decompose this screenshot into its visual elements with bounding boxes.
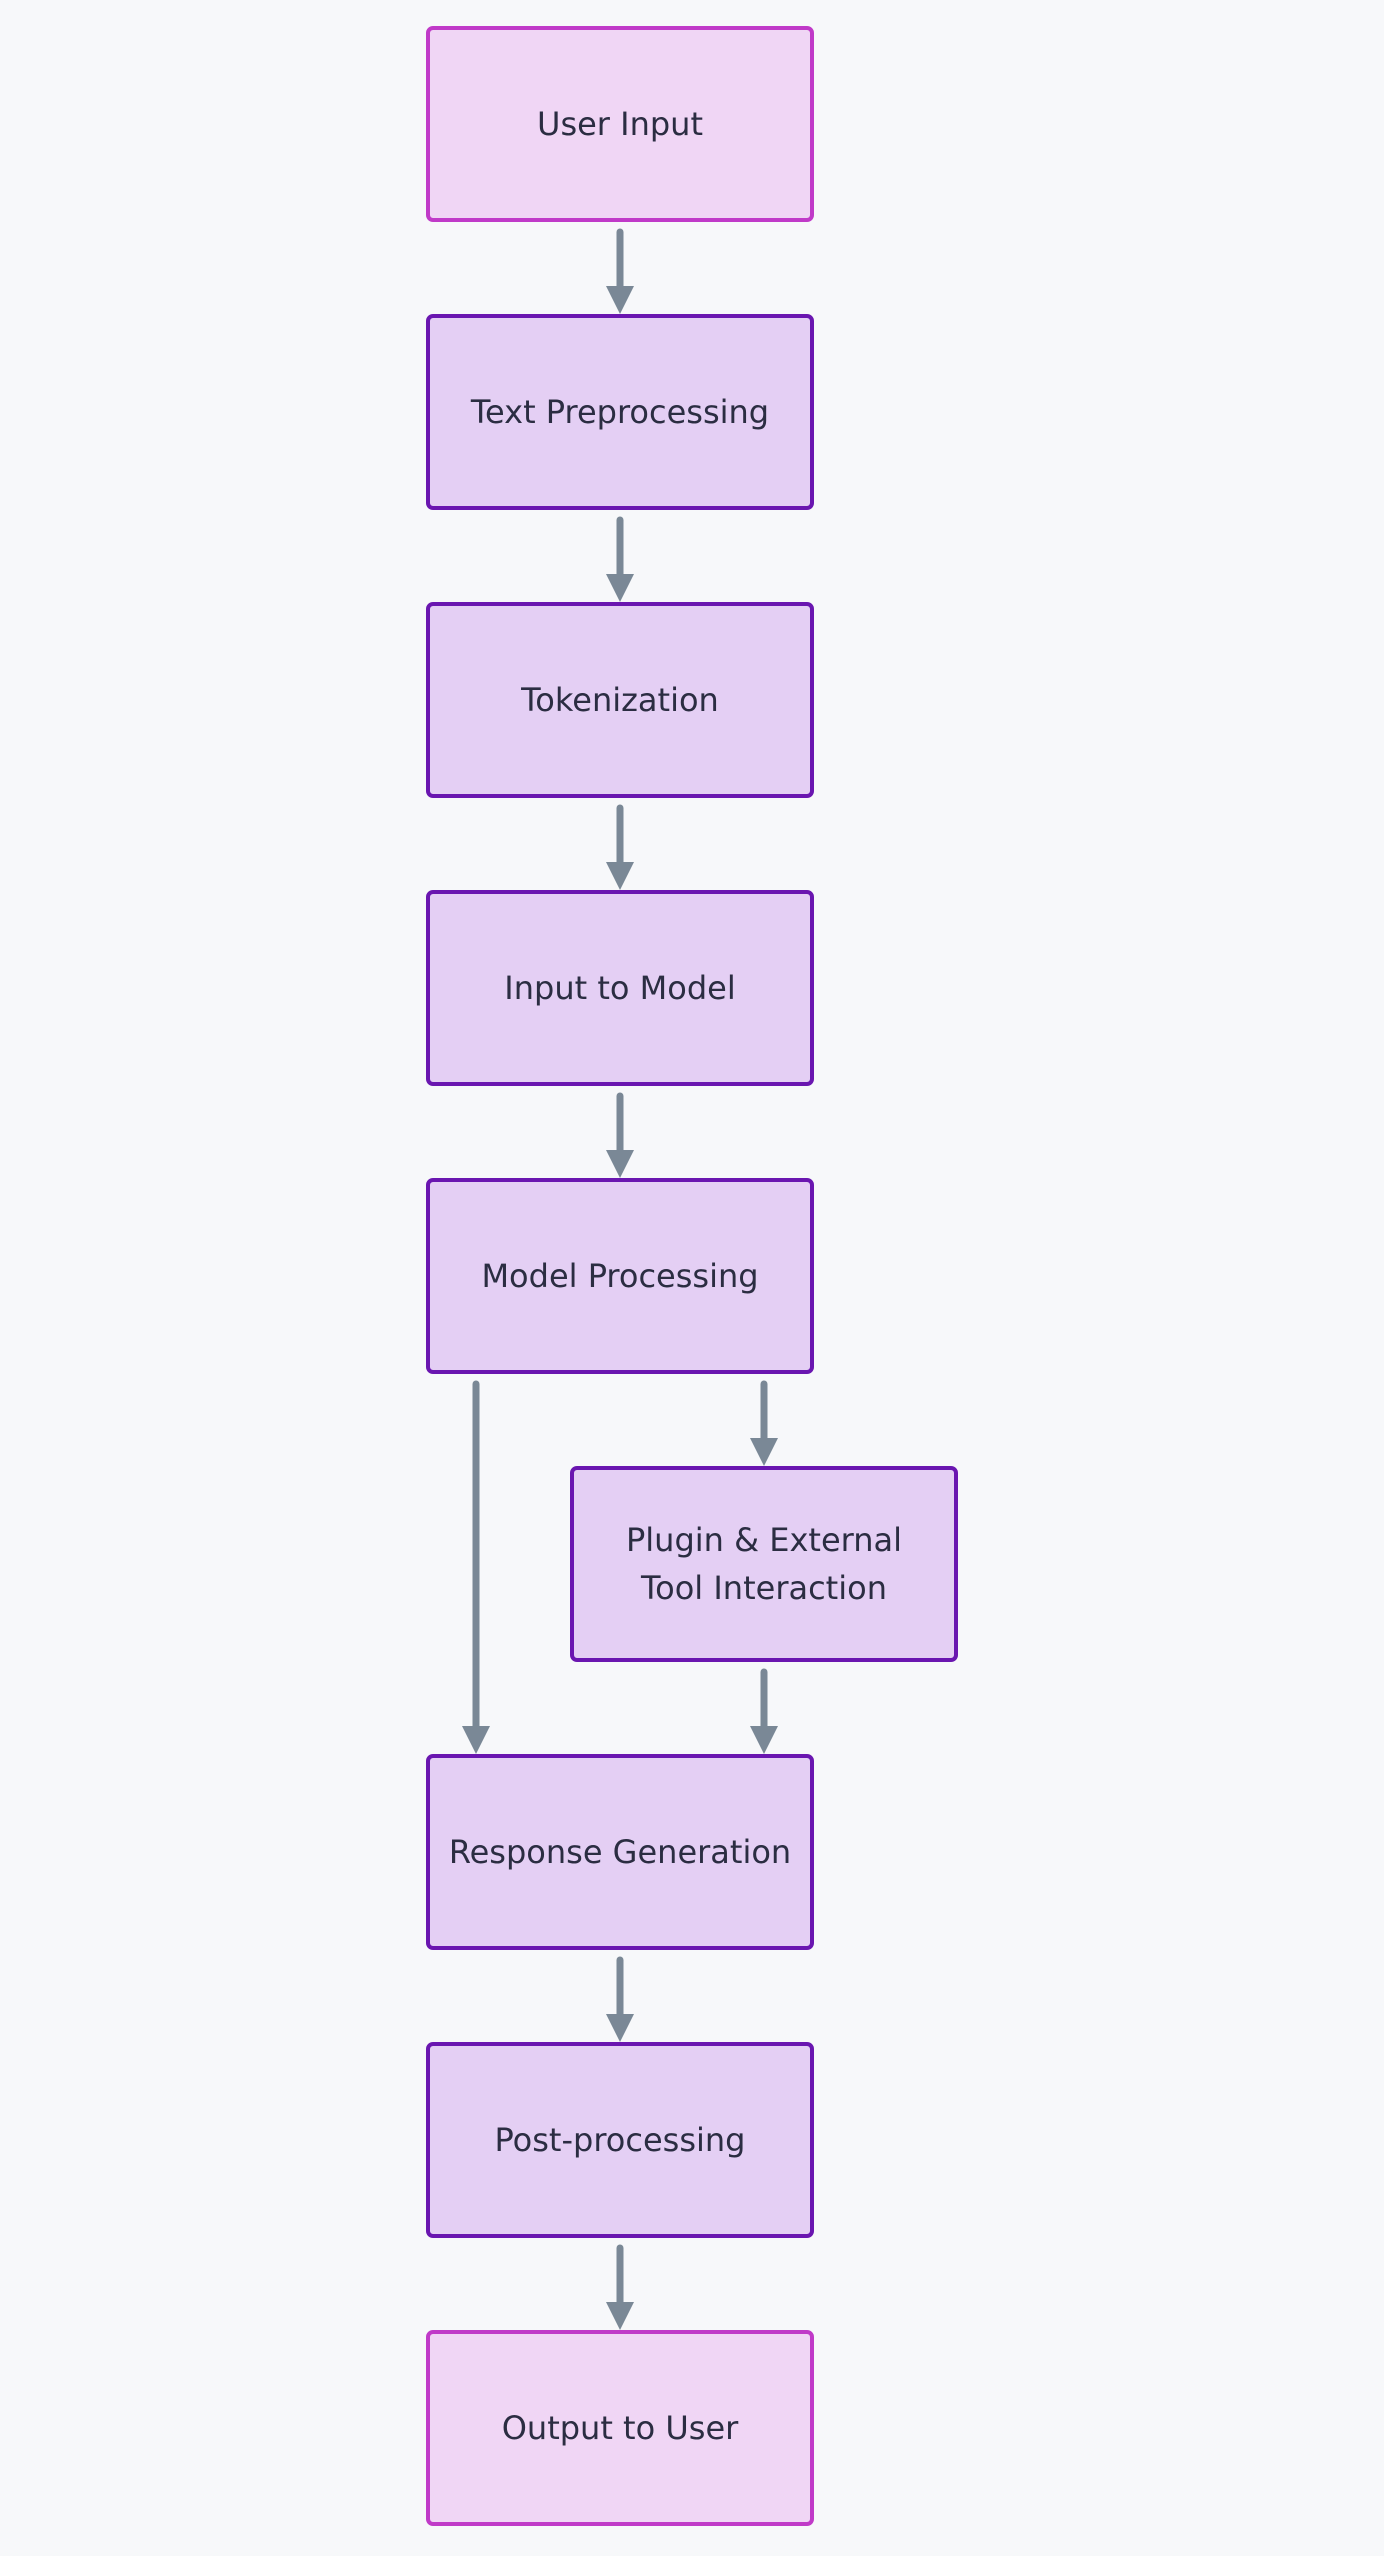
node-text-preprocessing: Text Preprocessing bbox=[426, 314, 814, 510]
node-label-text-preprocessing: Text Preprocessing bbox=[470, 393, 769, 431]
node-user-input: User Input bbox=[426, 26, 814, 222]
node-label-plugin-external-tool-interaction-line-2: Tool Interaction bbox=[640, 1569, 887, 1607]
edges-layer bbox=[462, 228, 778, 2330]
node-input-to-model: Input to Model bbox=[426, 890, 814, 1086]
node-response-generation: Response Generation bbox=[426, 1754, 814, 1950]
node-label-post-processing: Post-processing bbox=[495, 2121, 746, 2159]
node-label-output-to-user: Output to User bbox=[502, 2409, 739, 2447]
node-box-post-processing bbox=[426, 2042, 814, 2238]
node-label-user-input: User Input bbox=[537, 105, 703, 143]
node-label-input-to-model: Input to Model bbox=[504, 969, 735, 1007]
node-box-tokenization bbox=[426, 602, 814, 798]
node-output-to-user: Output to User bbox=[426, 2330, 814, 2526]
node-box-output-to-user bbox=[426, 2330, 814, 2526]
node-label-model-processing: Model Processing bbox=[481, 1257, 758, 1295]
node-post-processing: Post-processing bbox=[426, 2042, 814, 2238]
node-tokenization: Tokenization bbox=[426, 602, 814, 798]
node-box-user-input bbox=[426, 26, 814, 222]
node-label-response-generation: Response Generation bbox=[449, 1833, 791, 1871]
node-box-plugin-external-tool-interaction bbox=[570, 1466, 958, 1662]
node-box-response-generation bbox=[426, 1754, 814, 1950]
node-model-processing: Model Processing bbox=[426, 1178, 814, 1374]
node-box-text-preprocessing bbox=[426, 314, 814, 510]
node-label-tokenization: Tokenization bbox=[520, 681, 719, 719]
node-label-plugin-external-tool-interaction-line-1: Plugin & External bbox=[626, 1521, 902, 1559]
node-box-input-to-model bbox=[426, 890, 814, 1086]
node-box-model-processing bbox=[426, 1178, 814, 1374]
